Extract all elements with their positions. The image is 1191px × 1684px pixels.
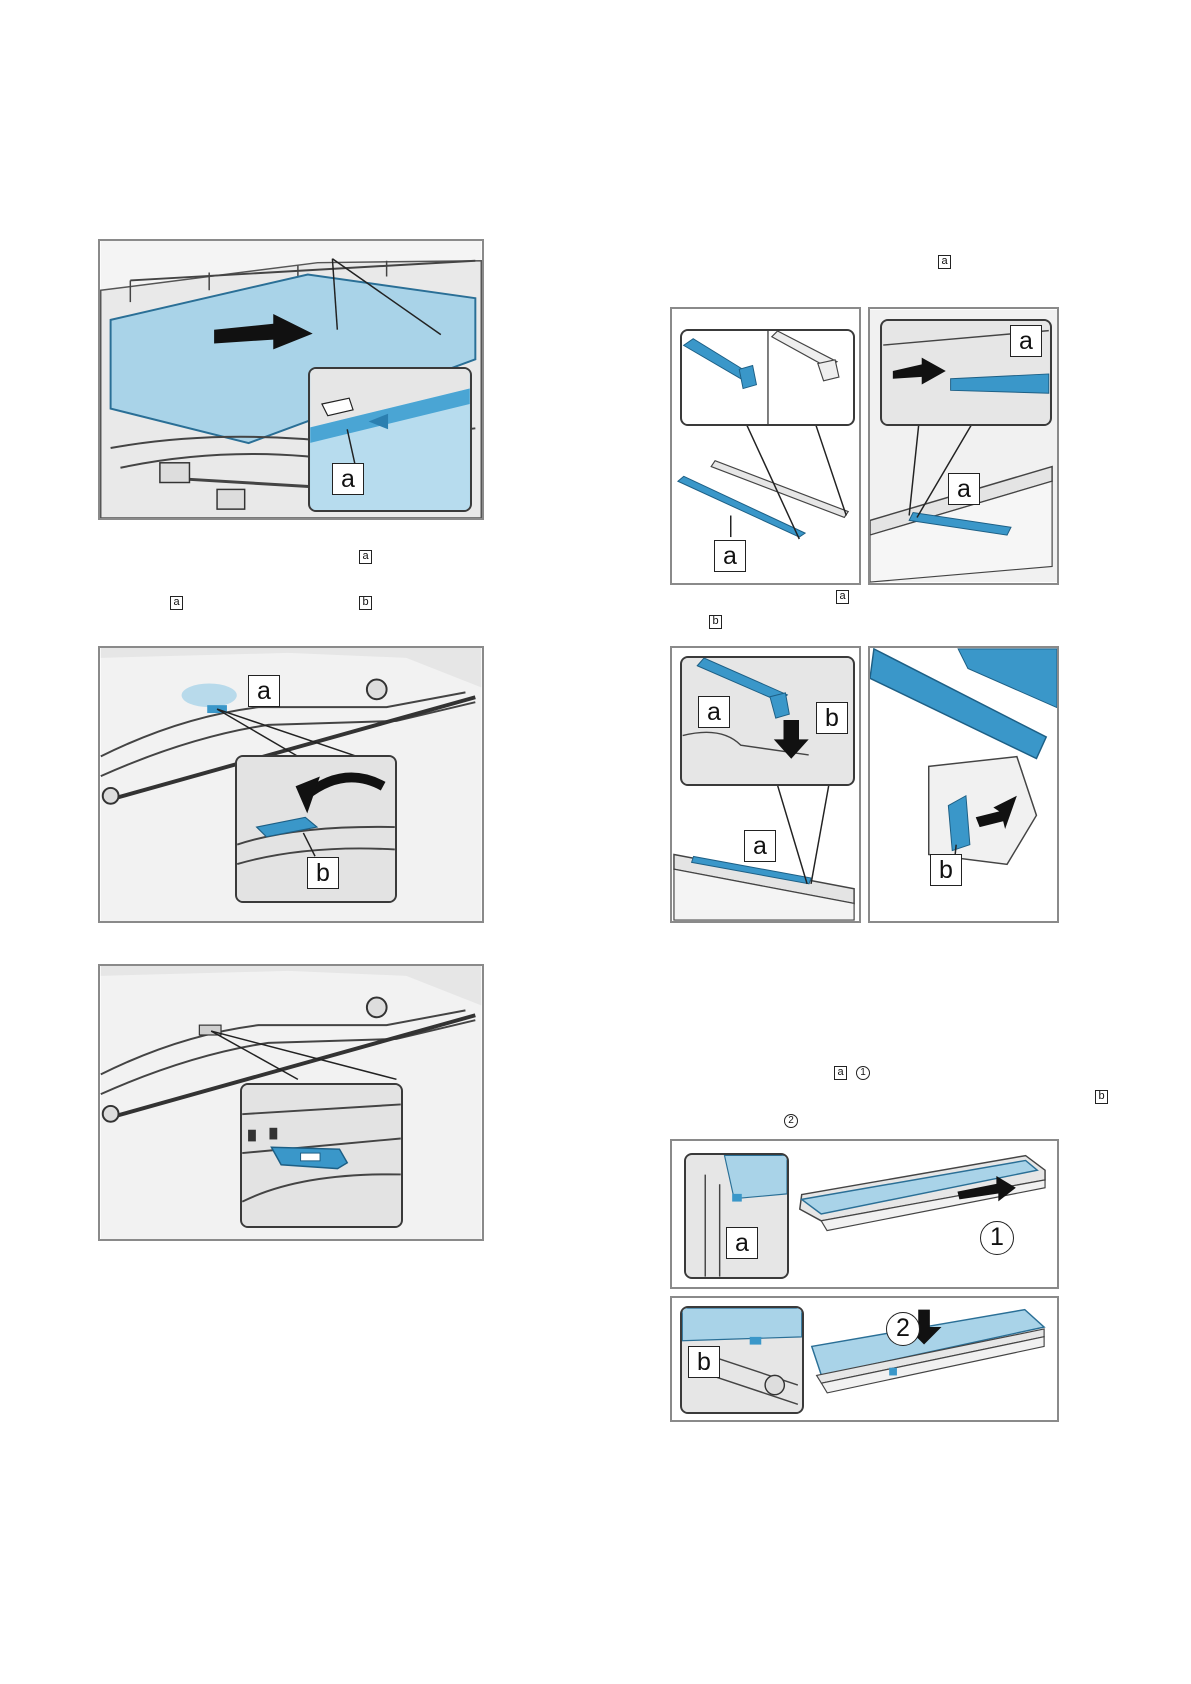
detail-inset-rail-ends-drawing (682, 331, 853, 424)
inline-ref-b: b (359, 596, 372, 610)
label-b: b (930, 854, 962, 886)
detail-inset-a: a (308, 367, 472, 512)
label-a: a (1010, 325, 1042, 357)
figure-rails-left: a (670, 307, 861, 585)
detail-inset-rail-clip: a b (680, 656, 855, 786)
inline-ref-step-1: 1 (856, 1066, 870, 1080)
inline-ref-step-2: 2 (784, 1114, 798, 1128)
label-b: b (307, 857, 339, 889)
detail-inset-rail-ends (680, 329, 855, 426)
figure-clip-closeup-drawing (870, 648, 1057, 921)
detail-inset-clip (240, 1083, 403, 1228)
figure-clip-release: a b (98, 646, 484, 923)
figure-clip-closeup: b (868, 646, 1059, 923)
figure-glass-insert: a (98, 239, 484, 520)
label-a: a (714, 540, 746, 572)
label-a: a (248, 675, 280, 707)
inline-ref-a: a (170, 596, 183, 610)
detail-inset-step-2: b (680, 1306, 804, 1414)
figure-glass-step-2: b 2 (670, 1296, 1059, 1422)
detail-inset-step-1: a (684, 1153, 789, 1279)
detail-inset-rail-slot: a (880, 319, 1052, 426)
inline-ref-a: a (359, 550, 372, 564)
figure-rail-clip: a b a (670, 646, 861, 923)
label-b: b (688, 1346, 720, 1378)
detail-inset-clip-drawing (242, 1085, 401, 1226)
inline-ref-b: b (709, 615, 722, 629)
step-2-label: 2 (886, 1312, 920, 1346)
detail-inset-b: b (235, 755, 397, 903)
label-a: a (698, 696, 730, 728)
step-1-label: 1 (980, 1221, 1014, 1255)
label-a: a (744, 830, 776, 862)
figure-rail-insert: a a (868, 307, 1059, 585)
inline-ref-b: b (1095, 1090, 1108, 1104)
inline-ref-a: a (938, 255, 951, 269)
label-a: a (332, 463, 364, 495)
label-a: a (726, 1227, 758, 1259)
figure-clip-closed (98, 964, 484, 1241)
figure-glass-step-1: a 1 (670, 1139, 1059, 1289)
label-b: b (816, 702, 848, 734)
inline-ref-a: a (834, 1066, 847, 1080)
inline-ref-a: a (836, 590, 849, 604)
label-a: a (948, 473, 980, 505)
